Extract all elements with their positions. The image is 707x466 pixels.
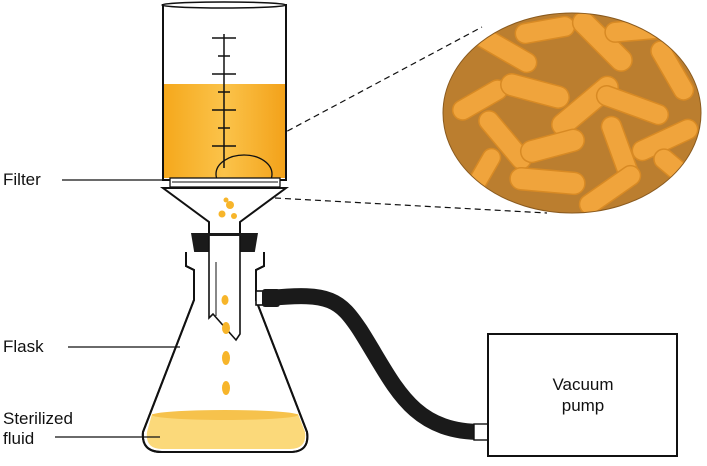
filter-label: Filter	[3, 170, 41, 189]
vacuum-pump-label-line2: pump	[561, 396, 605, 415]
sterilized-fluid-label-line2: fluid	[3, 429, 35, 448]
erlenmeyer-flask	[141, 236, 309, 453]
vacuum-pump-label: Vacuum pump	[489, 374, 677, 416]
magnification-lines	[251, 26, 548, 214]
vacuum-pump-label-line1: Vacuum	[552, 375, 614, 394]
flask-label: Flask	[3, 337, 44, 356]
filter-funnel	[159, 1, 290, 237]
sterilized-fluid	[146, 414, 306, 449]
sterilized-fluid-label-line1: Sterilized	[3, 409, 73, 428]
vacuum-tubing	[262, 288, 490, 441]
label-leaders	[55, 179, 180, 438]
bacteria-micrograph-icon	[443, 13, 701, 213]
vacuum-pump-box	[487, 333, 678, 457]
graduation-scale	[212, 34, 236, 168]
